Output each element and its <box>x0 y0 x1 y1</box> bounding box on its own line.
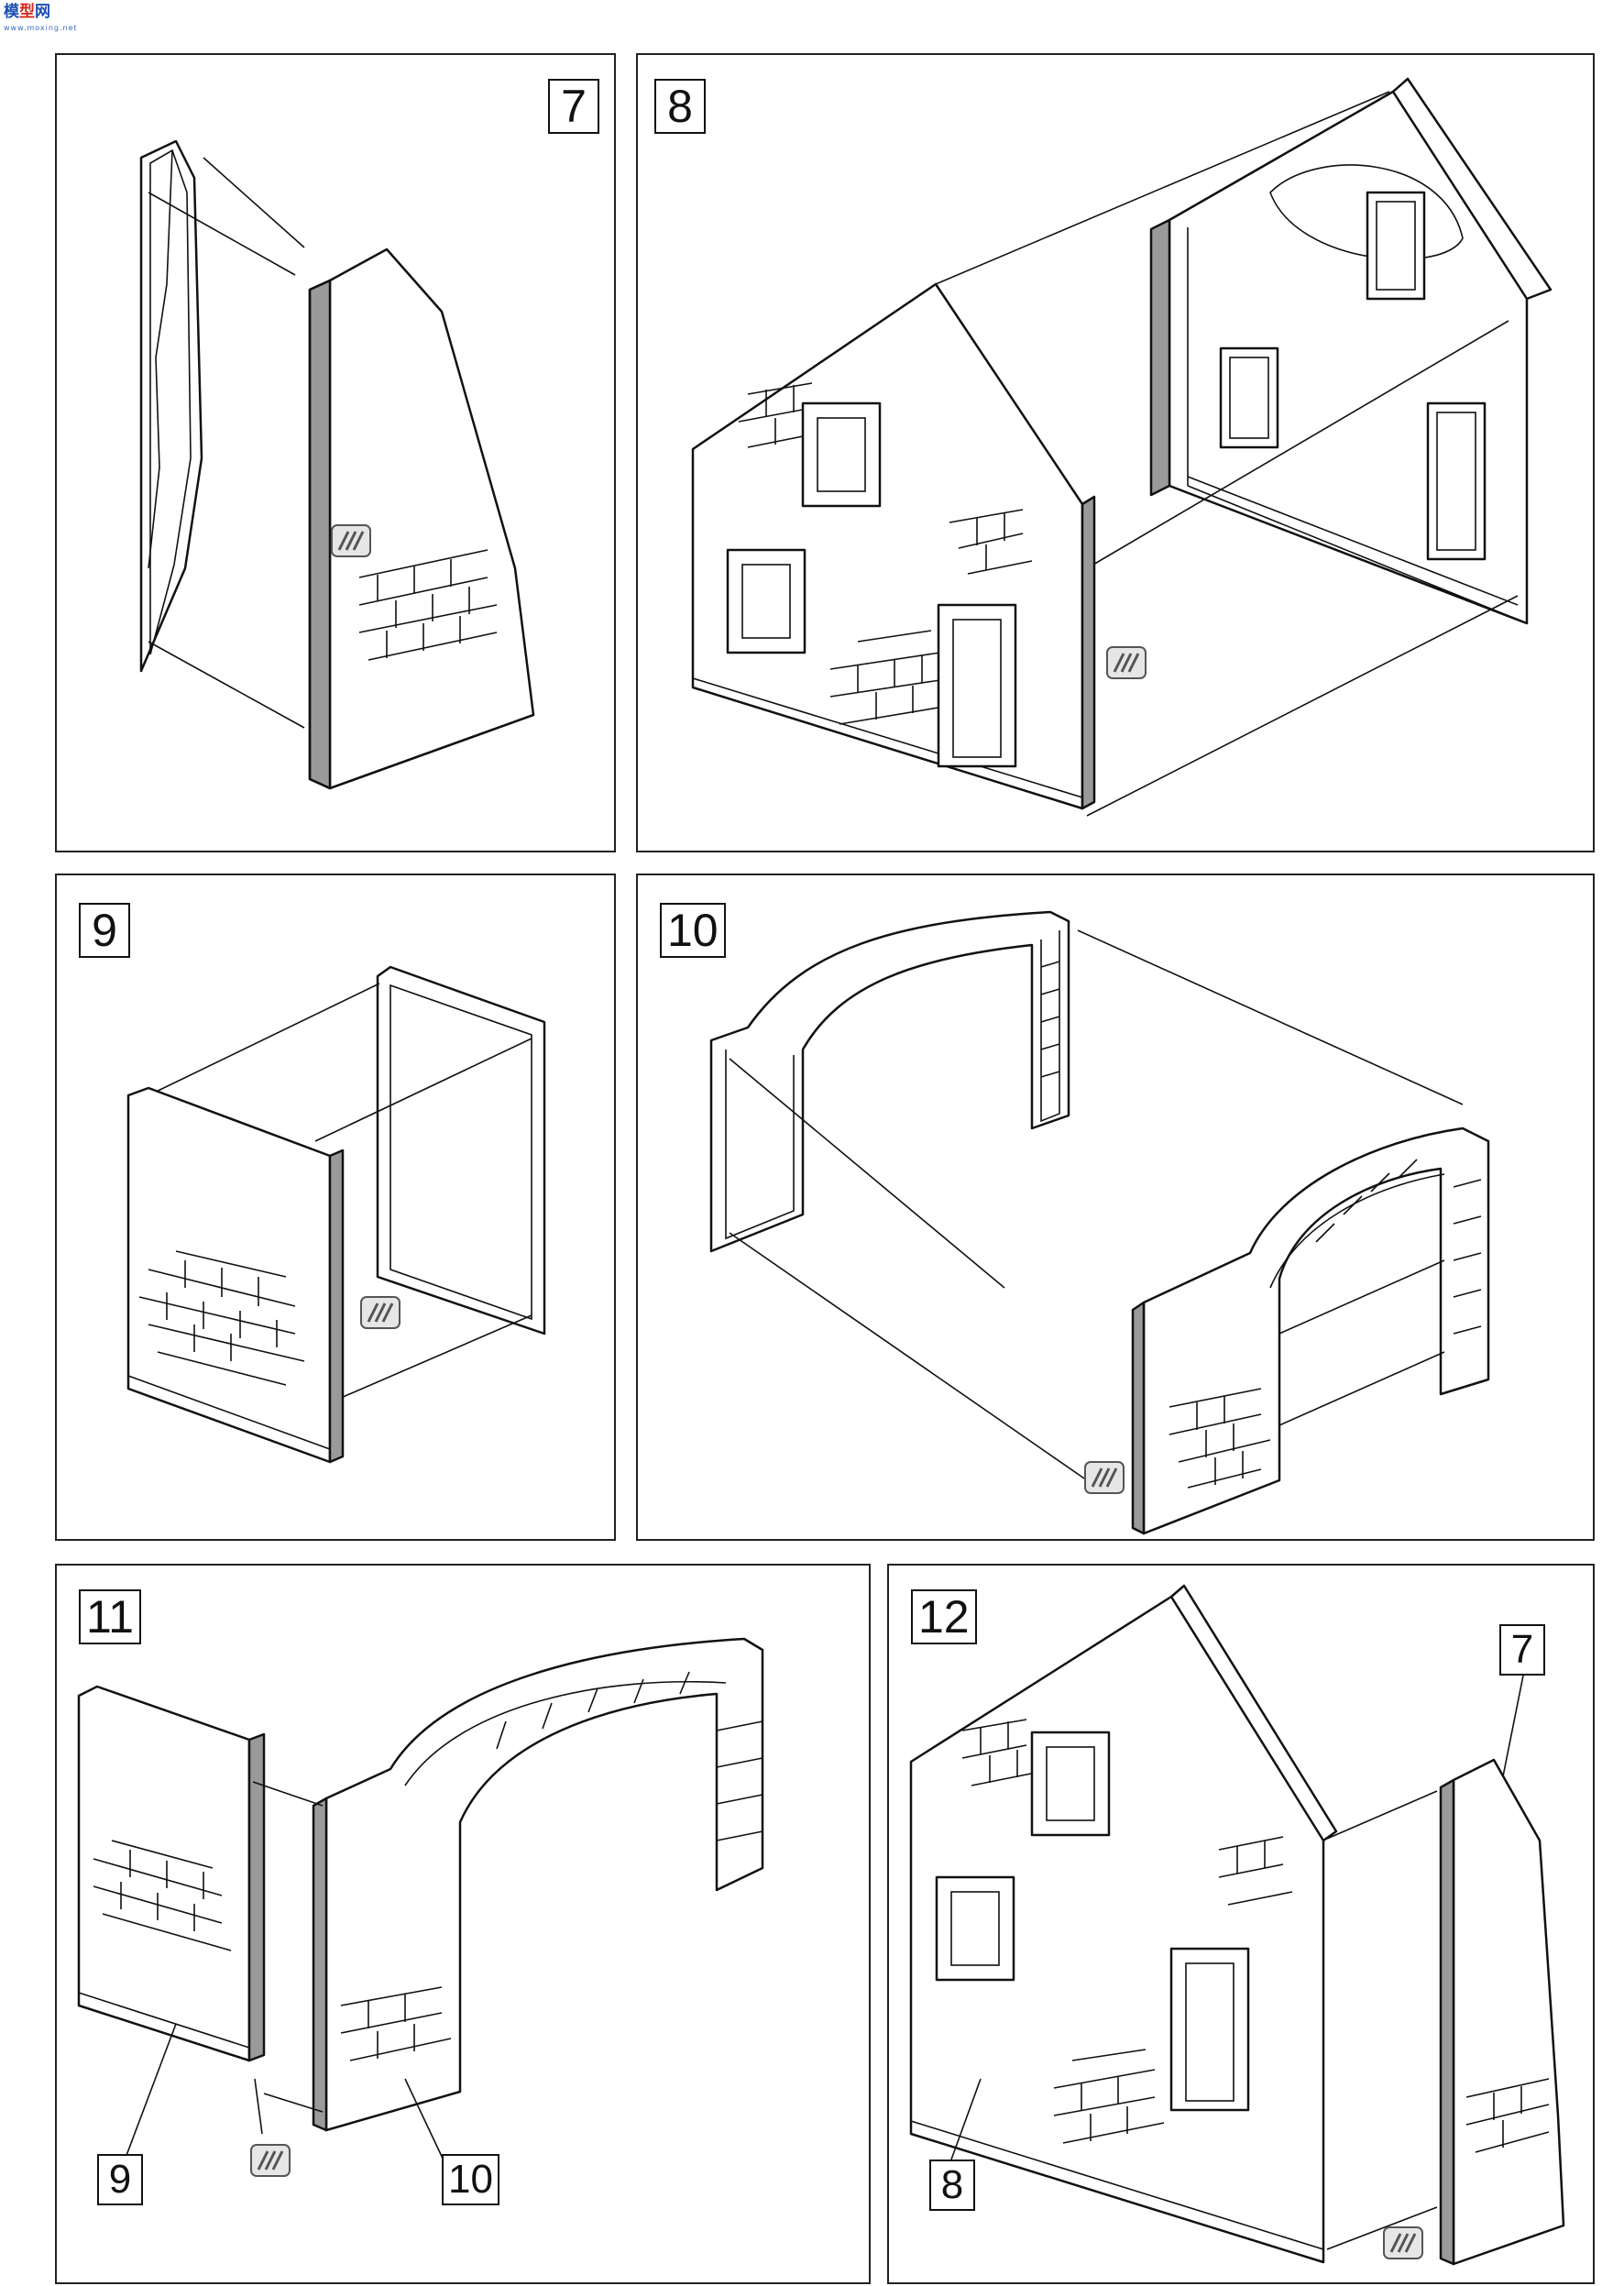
glue-icon <box>1106 646 1147 679</box>
step-8-drawing <box>691 77 1553 817</box>
part-callout-7: 7 <box>1499 1624 1545 1676</box>
brick-pattern <box>340 1671 763 2061</box>
step-9-panel: 9 <box>55 874 616 1541</box>
assembly-arrow <box>314 1038 532 1142</box>
step-8-number: 8 <box>654 79 706 134</box>
assembly-arrow <box>935 91 1390 285</box>
wall-piece-9 <box>77 1685 251 2062</box>
assembly-arrow <box>1086 320 1509 569</box>
brick-pattern <box>1465 2078 1550 2153</box>
glue-icon <box>331 524 371 557</box>
assembly-arrow <box>729 1058 1005 1289</box>
wall-edge-gray <box>247 1732 266 2062</box>
brick-pattern <box>93 1840 232 1951</box>
front-arch-wall <box>1142 1127 1490 1535</box>
step-7-panel: 7 <box>55 53 616 852</box>
ruined-wall-piece-7 <box>1452 1758 1565 2266</box>
step-9-number: 9 <box>79 903 130 958</box>
assembly-arrow <box>203 157 305 248</box>
step-12-drawing <box>909 1584 1565 2266</box>
part-callout-8: 8 <box>929 2160 975 2211</box>
part-callout-10: 10 <box>442 2154 499 2205</box>
brick-pattern <box>738 382 1033 725</box>
assembly-arrow <box>148 192 296 276</box>
assembly-arrow <box>1326 1790 1438 1840</box>
wall-piece-10 <box>324 1637 764 2132</box>
back-frame-piece <box>376 965 546 1335</box>
step-11-panel: 11 9 10 <box>55 1564 871 2284</box>
wall-edge-gray <box>328 1148 345 1464</box>
step-11-number: 11 <box>79 1589 141 1644</box>
step-10-panel: 10 <box>636 874 1595 1541</box>
assembly-arrow <box>148 641 305 729</box>
step-12-number: 12 <box>911 1589 977 1644</box>
step-10-drawing <box>709 910 1490 1535</box>
glue-icon <box>250 2144 291 2177</box>
assembly-arrow <box>1077 929 1464 1105</box>
brick-pattern <box>1169 1159 1482 1489</box>
ruined-wall-front <box>328 247 535 790</box>
wall-edge-gray <box>308 279 332 790</box>
brick-pattern <box>358 549 498 661</box>
step-8-panel: 8 <box>636 53 1595 852</box>
back-wall-piece <box>139 139 203 673</box>
glue-icon <box>1084 1461 1125 1494</box>
front-wall-piece <box>126 1086 332 1464</box>
assembly-arrow <box>1086 595 1519 817</box>
step-10-number: 10 <box>660 903 726 958</box>
step-9-drawing <box>126 965 546 1464</box>
site-watermark-logo: 模型网 www.moxing.net <box>4 3 78 32</box>
assembly-arrow <box>148 983 380 1096</box>
house-front-wall <box>691 282 1084 810</box>
back-arch-frame <box>709 910 1070 1253</box>
brick-pattern <box>1040 961 1060 1078</box>
wall-edge-gray <box>1439 1778 1455 2266</box>
wall-edge-gray <box>1081 495 1096 810</box>
glue-icon <box>1383 2226 1423 2259</box>
glue-icon <box>360 1296 401 1329</box>
part-callout-9: 9 <box>97 2154 143 2205</box>
wall-edge-gray <box>312 1797 328 2132</box>
wall-edge-gray <box>1131 1301 1146 1535</box>
brick-pattern <box>961 1719 1293 2144</box>
brick-pattern <box>138 1250 305 1386</box>
assembly-arrow <box>263 2093 324 2113</box>
step-12-panel: 12 7 8 <box>887 1564 1595 2284</box>
assembly-arrow <box>252 1781 324 1807</box>
step-7-drawing <box>139 139 535 790</box>
assembly-arrow <box>1326 2206 1438 2250</box>
assembly-arrow <box>729 1232 1088 1481</box>
assembly-arrow <box>340 1314 532 1399</box>
step-7-number: 7 <box>548 79 599 134</box>
step-11-drawing <box>77 1637 764 2181</box>
